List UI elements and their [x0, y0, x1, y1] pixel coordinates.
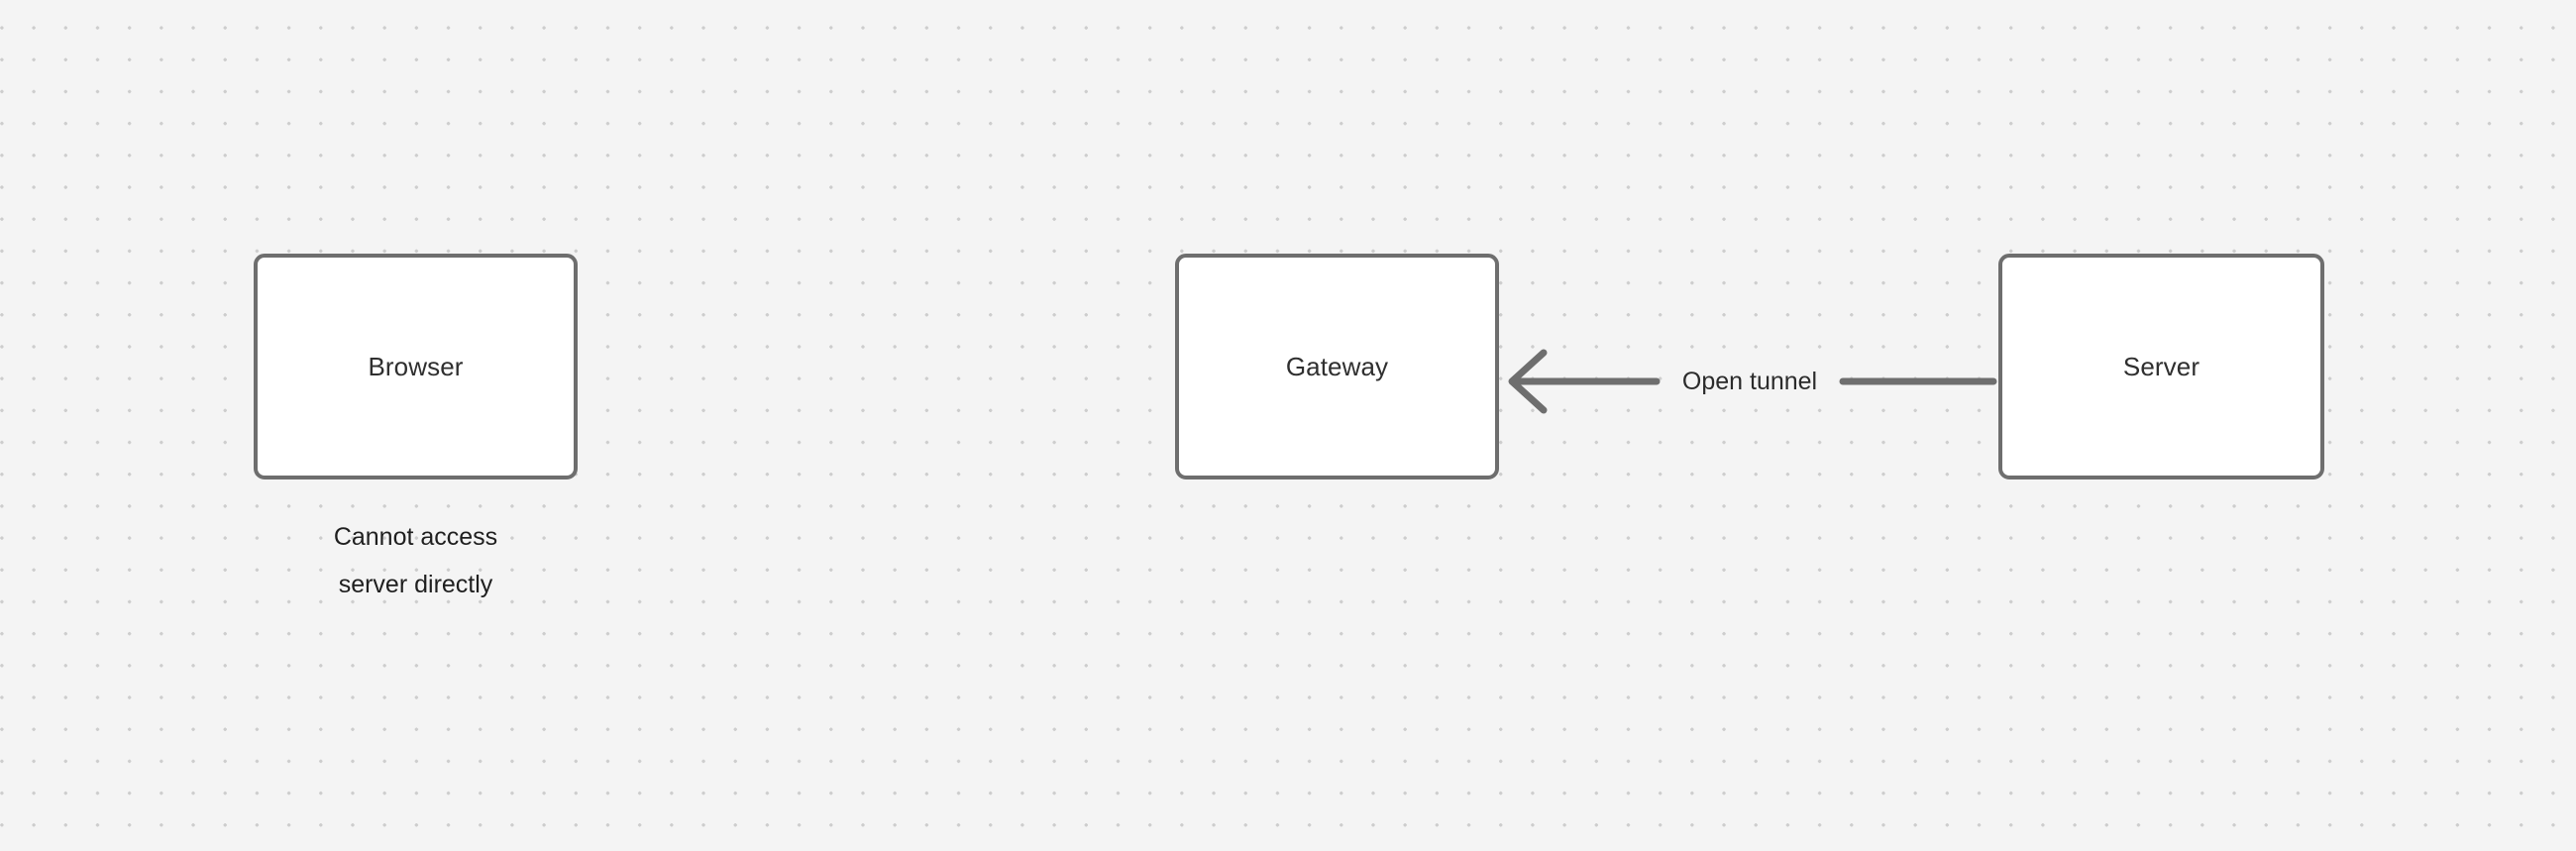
node-gateway-label: Gateway — [1285, 352, 1389, 381]
browser-note-line-1: Cannot access — [333, 523, 498, 551]
node-server[interactable]: Server — [1998, 254, 2324, 479]
node-browser[interactable]: Browser — [254, 254, 578, 479]
edge-open-tunnel-line — [1508, 349, 1997, 414]
node-browser-label: Browser — [368, 352, 464, 381]
node-gateway[interactable]: Gateway — [1175, 254, 1499, 479]
browser-note-line-2: server directly — [338, 571, 493, 598]
arrowhead-left-icon — [1508, 349, 1548, 414]
node-server-label: Server — [2122, 352, 2200, 381]
browser-note-annotation: Cannot access server directly — [254, 513, 578, 608]
edge-server-to-gateway[interactable]: Open tunnel — [1498, 327, 2001, 436]
